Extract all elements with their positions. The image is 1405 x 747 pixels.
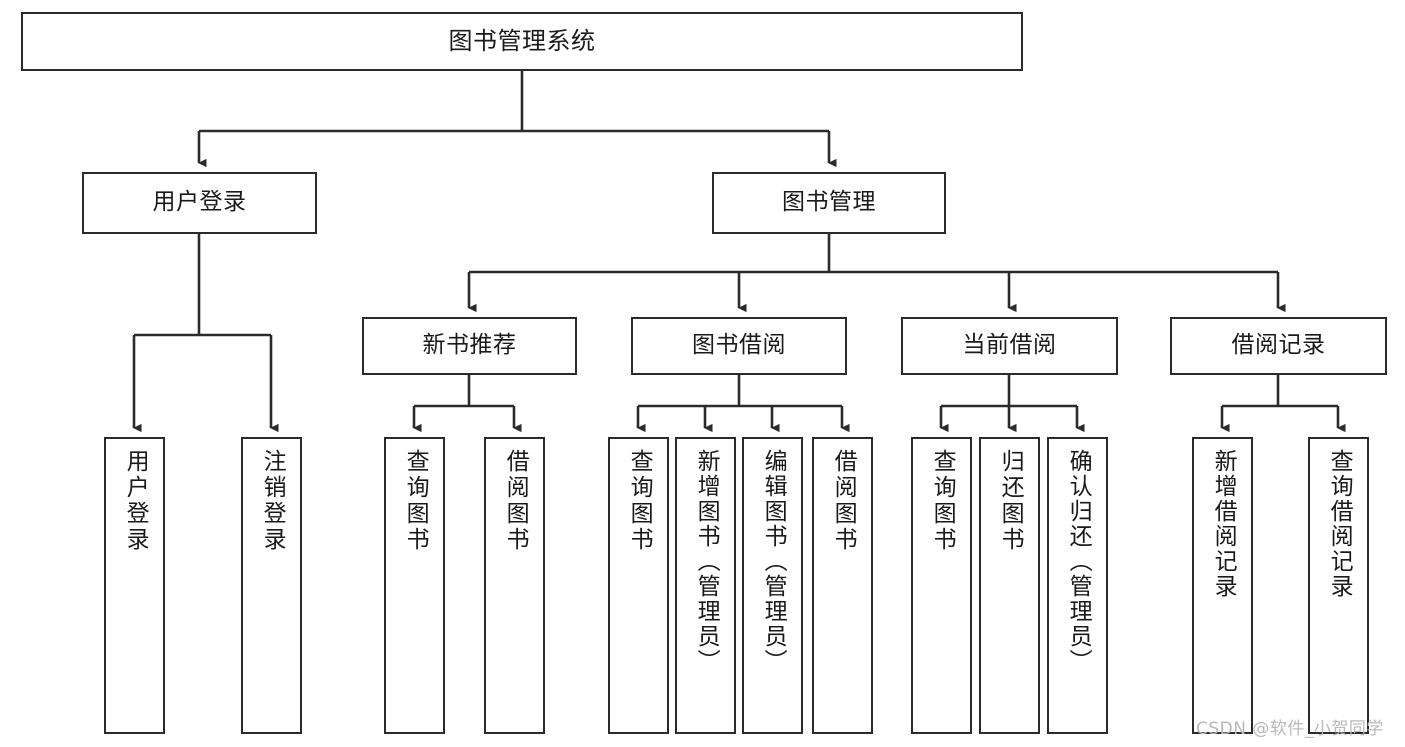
node-book-management-label: 图书管理 xyxy=(782,189,876,216)
node-root-system-label: 图书管理系统 xyxy=(448,27,596,56)
leaf-add-borrow-record[interactable]: 新增借阅记录 xyxy=(1192,437,1253,734)
leaf-confirm-return-admin-label: 确认归还（管理员） xyxy=(1065,449,1092,674)
leaf-query-book-recommend[interactable]: 查询图书 xyxy=(384,437,445,734)
leaf-query-book-borrow-label: 查询图书 xyxy=(626,449,653,553)
node-current-borrow-label: 当前借阅 xyxy=(962,332,1057,359)
leaf-borrow-book-label: 借阅图书 xyxy=(830,449,857,553)
node-new-book-recommend-label: 新书推荐 xyxy=(422,332,517,359)
leaf-borrow-book-recommend[interactable]: 借阅图书 xyxy=(484,437,545,734)
leaf-logout-label: 注销登录 xyxy=(259,449,286,553)
leaf-query-book-current-label: 查询图书 xyxy=(929,449,956,553)
node-new-book-recommend[interactable]: 新书推荐 xyxy=(362,317,577,375)
node-book-borrow-label: 图书借阅 xyxy=(692,332,786,359)
node-current-borrow[interactable]: 当前借阅 xyxy=(901,317,1118,375)
leaf-logout[interactable]: 注销登录 xyxy=(241,437,302,734)
leaf-query-borrow-record-label: 查询借阅记录 xyxy=(1326,449,1353,599)
leaf-user-login[interactable]: 用户登录 xyxy=(104,437,165,734)
watermark-text: CSDN @软件_小贺同学 xyxy=(1196,719,1384,739)
leaf-query-book-borrow[interactable]: 查询图书 xyxy=(608,437,669,734)
leaf-return-book-label: 归还图书 xyxy=(997,449,1024,553)
leaf-query-borrow-record[interactable]: 查询借阅记录 xyxy=(1308,437,1369,734)
leaf-query-book-recommend-label: 查询图书 xyxy=(402,449,429,553)
leaf-add-book-admin[interactable]: 新增图书（管理员） xyxy=(675,437,736,734)
leaf-user-login-label: 用户登录 xyxy=(122,449,149,553)
leaf-add-book-admin-label: 新增图书（管理员） xyxy=(693,449,720,674)
leaf-query-book-current[interactable]: 查询图书 xyxy=(911,437,972,734)
leaf-edit-book-admin[interactable]: 编辑图书（管理员） xyxy=(742,437,803,734)
node-borrow-record[interactable]: 借阅记录 xyxy=(1170,317,1387,375)
node-borrow-record-label: 借阅记录 xyxy=(1231,332,1326,359)
leaf-borrow-book-recommend-label: 借阅图书 xyxy=(502,449,529,553)
node-user-login-label: 用户登录 xyxy=(152,189,247,216)
node-root-system[interactable]: 图书管理系统 xyxy=(21,12,1023,71)
leaf-return-book[interactable]: 归还图书 xyxy=(979,437,1040,734)
leaf-borrow-book[interactable]: 借阅图书 xyxy=(812,437,873,734)
node-book-management[interactable]: 图书管理 xyxy=(712,172,946,234)
node-user-login[interactable]: 用户登录 xyxy=(82,172,317,234)
leaf-add-borrow-record-label: 新增借阅记录 xyxy=(1210,449,1237,599)
leaf-confirm-return-admin[interactable]: 确认归还（管理员） xyxy=(1047,437,1108,734)
leaf-edit-book-admin-label: 编辑图书（管理员） xyxy=(760,449,787,674)
node-book-borrow[interactable]: 图书借阅 xyxy=(631,317,847,375)
